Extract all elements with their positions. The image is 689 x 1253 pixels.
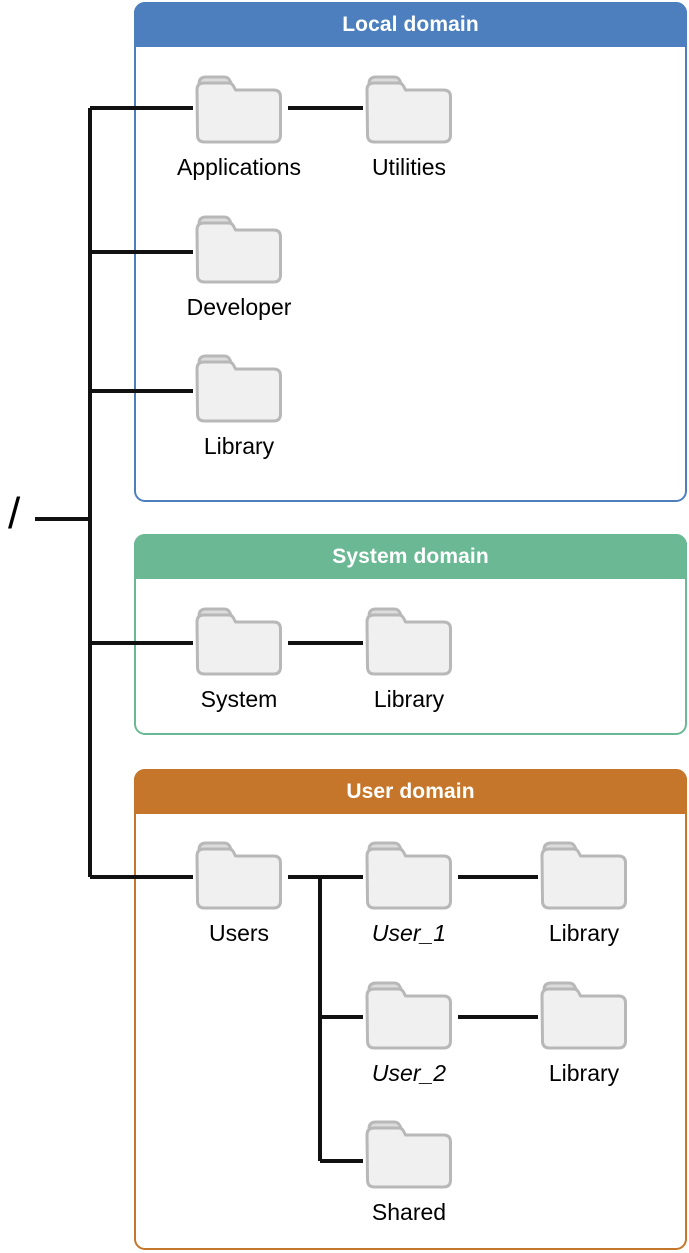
folder-label-developer: Developer	[186, 294, 292, 320]
folder-node-system[interactable]	[193, 600, 285, 676]
folder-node-user-2[interactable]	[363, 974, 455, 1050]
folder-label-system: System	[200, 686, 278, 712]
domain-box-system: System domain	[134, 534, 687, 735]
folder-icon	[365, 981, 452, 1050]
folder-node-utilities[interactable]	[363, 68, 455, 144]
folder-icon	[540, 841, 627, 910]
folder-icon	[195, 354, 282, 423]
folder-node-users[interactable]	[193, 834, 285, 910]
folder-icon	[540, 981, 627, 1050]
folder-icon	[365, 607, 452, 676]
folder-label-shared: Shared	[371, 1199, 447, 1225]
folder-node-library-user-1[interactable]	[538, 834, 630, 910]
folder-node-shared[interactable]	[363, 1113, 455, 1189]
folder-icon	[365, 1120, 452, 1189]
folder-label-user-2: User_2	[371, 1060, 447, 1086]
domain-header-system: System domain	[134, 534, 687, 579]
folder-label-library-user-1: Library	[548, 920, 620, 946]
folder-icon	[195, 841, 282, 910]
folder-label-applications: Applications	[176, 154, 302, 180]
folder-icon	[195, 607, 282, 676]
folder-label-library-user-2: Library	[548, 1060, 620, 1086]
folder-node-applications[interactable]	[193, 68, 285, 144]
folder-icon	[365, 75, 452, 144]
folder-node-library-user-2[interactable]	[538, 974, 630, 1050]
folder-label-library-local: Library	[203, 433, 275, 459]
domain-header-local: Local domain	[134, 2, 687, 47]
folder-icon	[195, 75, 282, 144]
folder-icon	[365, 841, 452, 910]
folder-node-developer[interactable]	[193, 208, 285, 284]
folder-label-utilities: Utilities	[371, 154, 447, 180]
folder-node-library-system[interactable]	[363, 600, 455, 676]
folder-icon	[195, 215, 282, 284]
folder-node-user-1[interactable]	[363, 834, 455, 910]
root-slash-label: /	[8, 489, 21, 538]
domain-header-user: User domain	[134, 769, 687, 814]
folder-label-users: Users	[208, 920, 270, 946]
folder-label-library-system: Library	[373, 686, 445, 712]
folder-node-library-local[interactable]	[193, 347, 285, 423]
folder-label-user-1: User_1	[371, 920, 447, 946]
